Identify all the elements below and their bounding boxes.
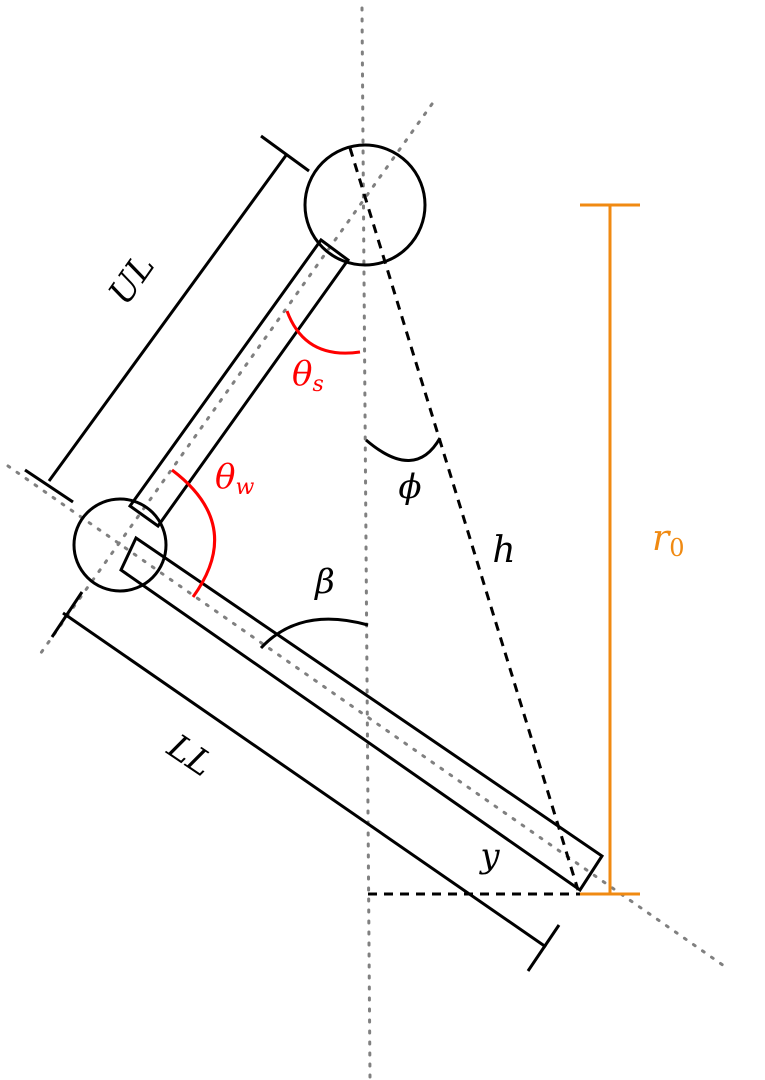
beta-label: β	[313, 562, 335, 602]
lower-length-cap-right	[526, 924, 561, 972]
lower-length-label: LL	[159, 726, 220, 785]
lower-arm-segment	[119, 535, 605, 893]
theta-s-label: θs	[292, 354, 324, 397]
upper-arm-axis-line	[36, 102, 434, 659]
theta-w-subscript: w	[235, 475, 254, 500]
lower-arm-axis-line	[6, 464, 729, 970]
height-dashed-line	[348, 147, 580, 891]
y-label: y	[478, 836, 500, 876]
upper-arm-segment	[127, 237, 351, 529]
phi-label: ϕ	[398, 467, 421, 507]
lower-length-cap-left	[50, 591, 84, 638]
beta-arc	[259, 617, 369, 650]
theta-w-label: θw	[215, 457, 254, 500]
h-label: h	[492, 530, 515, 571]
wrist-joint	[72, 497, 168, 593]
r0-subscript: 0	[669, 534, 684, 562]
theta-s-subscript: s	[312, 372, 323, 397]
phi-arc	[365, 437, 442, 462]
upper-length-cap-top	[260, 134, 310, 173]
shoulder-joint	[303, 143, 427, 267]
theta-s-arc	[285, 310, 361, 355]
r0-label: r0	[652, 518, 685, 562]
theta-w-arc	[171, 468, 217, 598]
upper-length-cap-bottom	[24, 468, 74, 504]
vertical-reference-line	[360, 6, 372, 1080]
lower-length-bar	[62, 611, 547, 949]
upper-length-label: UL	[101, 247, 163, 312]
upper-length-bar	[47, 153, 289, 482]
